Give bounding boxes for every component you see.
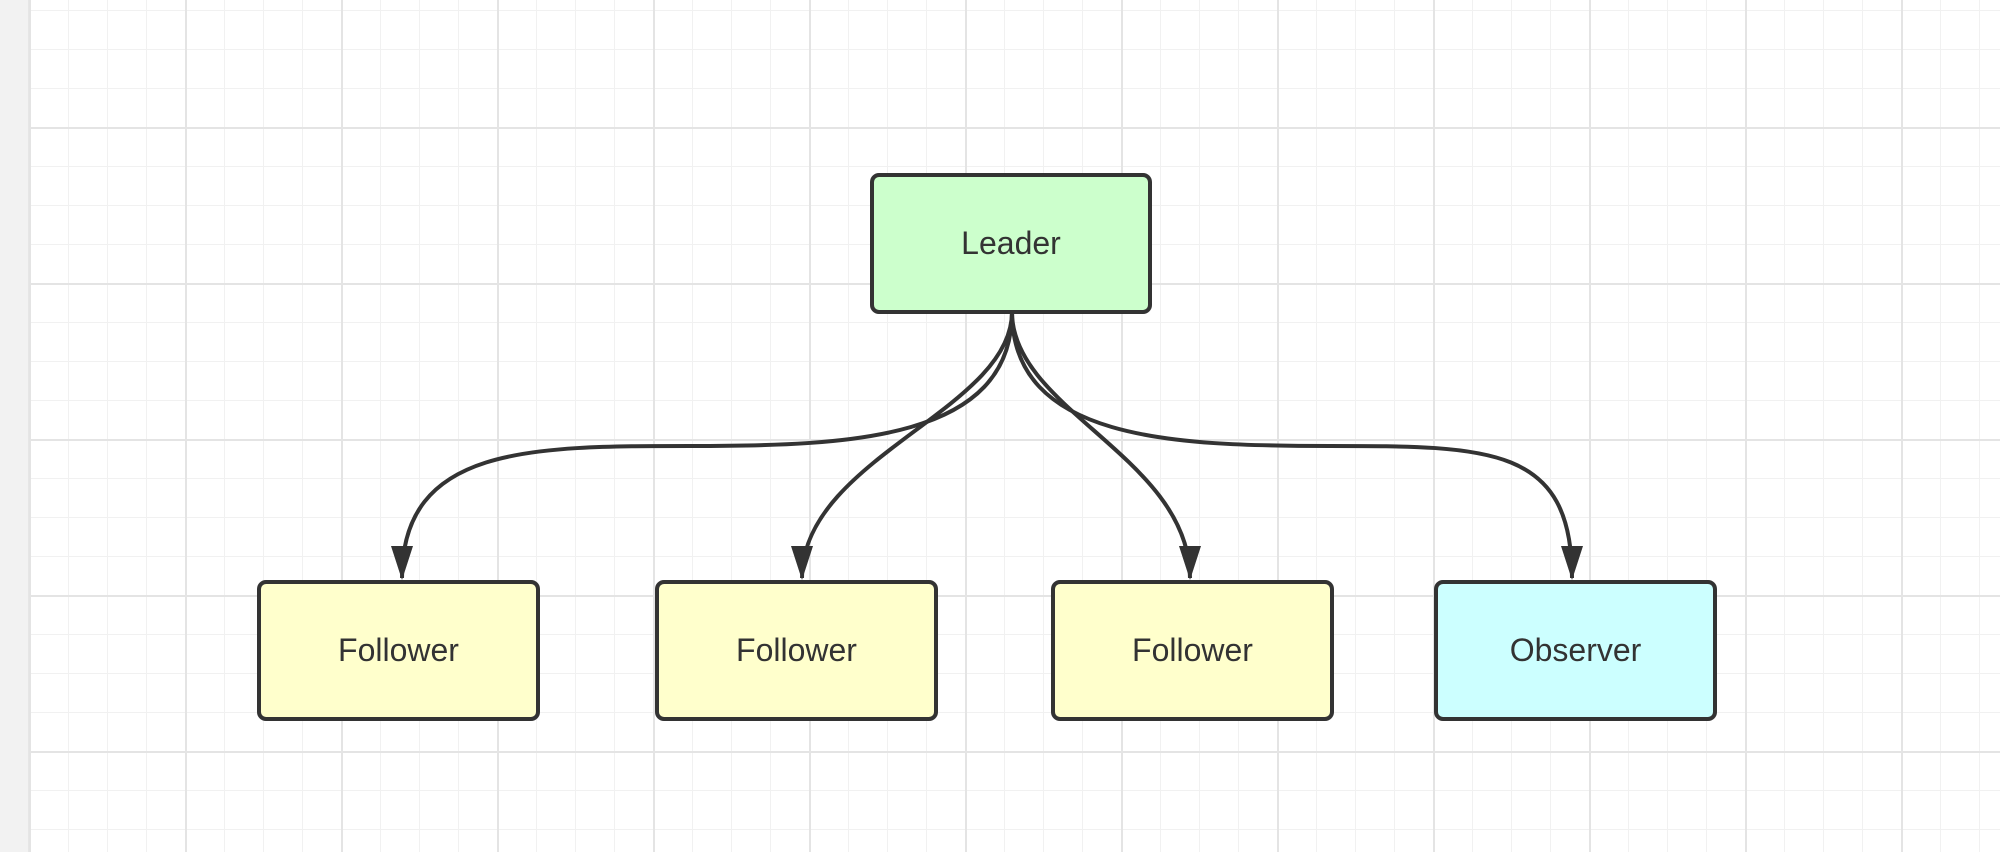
arrowhead-follower-2 (791, 546, 813, 580)
arrowhead-follower-3 (1179, 546, 1201, 580)
node-follower-3[interactable]: Follower (1051, 580, 1334, 721)
edge-leader-to-follower-2[interactable] (800, 311, 1014, 579)
node-follower-3-label: Follower (1132, 632, 1253, 668)
edge-leader-to-follower-1[interactable] (400, 311, 1014, 579)
node-leader-label: Leader (961, 225, 1061, 261)
arrowhead-follower-1 (391, 546, 413, 580)
arrowhead-observer (1561, 546, 1583, 580)
node-leader[interactable]: Leader (870, 173, 1152, 314)
edge-leader-to-observer[interactable] (1010, 311, 1574, 579)
node-observer-label: Observer (1509, 632, 1642, 668)
node-observer[interactable]: Observer (1434, 580, 1717, 721)
canvas-ruler-gutter (0, 0, 29, 852)
node-follower-1[interactable]: Follower (257, 580, 540, 721)
node-follower-2-label: Follower (736, 632, 857, 668)
edge-leader-to-follower-3[interactable] (1010, 311, 1192, 579)
node-follower-1-label: Follower (338, 632, 459, 668)
node-follower-2[interactable]: Follower (655, 580, 938, 721)
